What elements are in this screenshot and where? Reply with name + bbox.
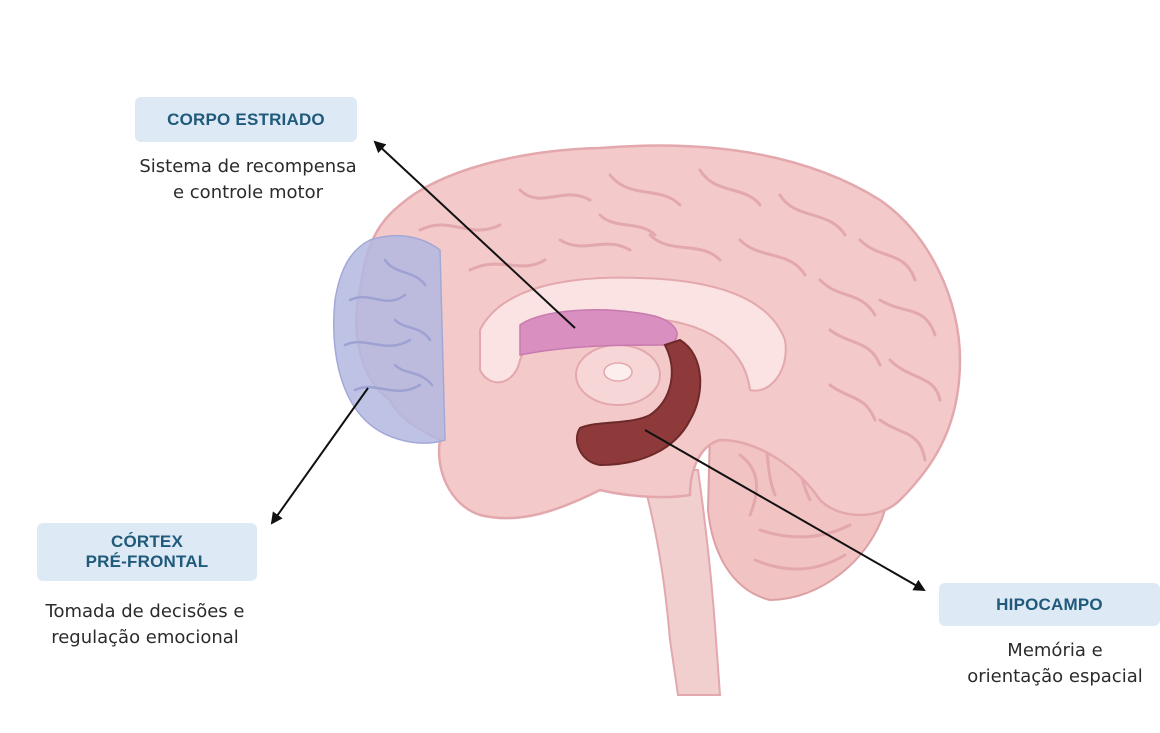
desc-cortex-prefrontal: Tomada de decisões e regulação emocional: [20, 599, 270, 651]
desc-hipocampo-line2: orientação espacial: [950, 664, 1160, 690]
desc-cortex-line1: Tomada de decisões e: [20, 599, 270, 625]
thalamus-inner: [604, 363, 632, 381]
label-hipocampo: HIPOCAMPO: [939, 583, 1160, 626]
desc-corpo-estriado: Sistema de recompensa e controle motor: [118, 154, 378, 206]
desc-cortex-line2: regulação emocional: [20, 625, 270, 651]
desc-hipocampo: Memória e orientação espacial: [950, 638, 1160, 690]
label-hipocampo-title: HIPOCAMPO: [996, 595, 1103, 615]
desc-corpo-estriado-line1: Sistema de recompensa: [118, 154, 378, 180]
desc-hipocampo-line1: Memória e: [950, 638, 1160, 664]
label-cortex-title-line1: CÓRTEX: [111, 532, 183, 552]
desc-corpo-estriado-line2: e controle motor: [118, 180, 378, 206]
arrow-prefrontal: [272, 388, 368, 523]
label-corpo-estriado-title: CORPO ESTRIADO: [167, 110, 325, 130]
label-corpo-estriado: CORPO ESTRIADO: [135, 97, 357, 142]
label-cortex-title-line2: PRÉ-FRONTAL: [86, 552, 209, 572]
label-cortex-prefrontal: CÓRTEX PRÉ-FRONTAL: [37, 523, 257, 581]
